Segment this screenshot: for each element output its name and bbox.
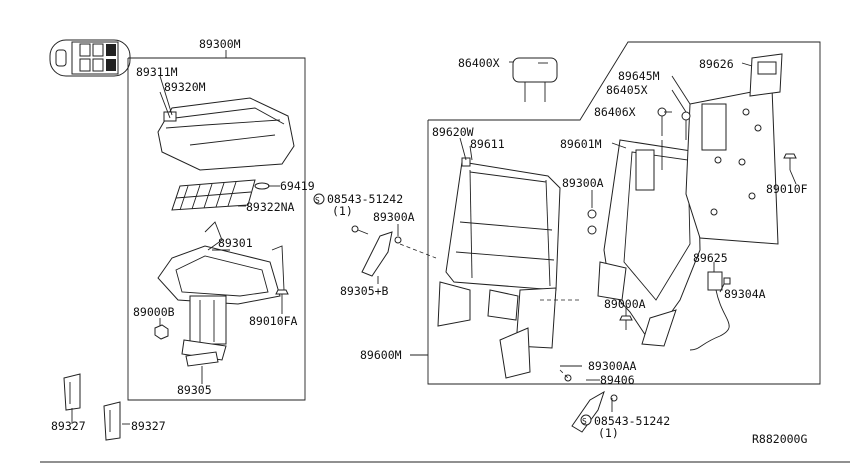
seat-cushion-frame: [157, 221, 285, 361]
stopper-pad: [185, 351, 219, 367]
seat-back-board: [685, 87, 779, 245]
label-89626: 89626: [699, 57, 734, 71]
label-89301: 89301: [218, 236, 253, 250]
label-08543-b-qty: (1): [598, 426, 619, 440]
label-86406x: 86406X: [594, 105, 636, 119]
seat-back-assembly-box: [427, 41, 821, 385]
seat-back-pad: [437, 157, 561, 379]
leader-lines-left: [71, 75, 283, 425]
s-symbol-a: [313, 193, 325, 205]
bracket-89305b: [351, 225, 437, 277]
hook-89327-b: [103, 401, 121, 441]
label-89625: 89625: [693, 251, 728, 265]
spring-mat: [171, 179, 270, 211]
label-89010f: 89010F: [766, 182, 808, 196]
bolt-89000b: [154, 324, 169, 340]
bolt-89010f: [783, 153, 797, 170]
label-08543-a-qty: (1): [332, 204, 353, 218]
seat-back-frame: [597, 139, 701, 347]
label-86405x: 86405X: [606, 83, 648, 97]
label-89000a: 89000A: [604, 297, 646, 311]
label-89304a: 89304A: [724, 287, 766, 301]
label-89600m: 89600M: [360, 348, 402, 362]
label-89300a-left: 89300A: [373, 210, 415, 224]
s-symbol-b-text: S: [582, 417, 587, 426]
hook-89327-a: [63, 373, 81, 411]
label-89010fa: 89010FA: [249, 314, 298, 328]
vehicle-locator-icon: [49, 39, 131, 77]
s-symbol-b: [580, 414, 592, 426]
bolt-89300a-right: [587, 209, 597, 235]
label-89300m: 89300M: [199, 37, 241, 51]
label-89311m: 89311M: [136, 65, 178, 79]
leader-lines-right: [410, 62, 797, 412]
label-69419: 69419: [280, 179, 315, 193]
seat-cushion-assembly-box: [127, 50, 306, 401]
bolt-86405x: [681, 111, 691, 140]
label-89611: 89611: [470, 137, 505, 151]
label-89305: 89305: [177, 383, 212, 397]
label-89320m: 89320M: [164, 80, 206, 94]
diagram-code: R882000G: [752, 432, 807, 446]
label-89601m: 89601M: [560, 137, 602, 151]
headrest-guide: [749, 53, 783, 97]
s-symbol-a-text: S: [315, 196, 320, 205]
label-89305b: 89305+B: [340, 284, 389, 298]
label-08543-a: 08543-51242: [327, 192, 403, 206]
label-89300aa: 89300AA: [588, 359, 637, 373]
label-89645m: 89645M: [618, 69, 660, 83]
label-89000b: 89000B: [133, 305, 175, 319]
label-86400x: 86400X: [458, 56, 500, 70]
bolt-89000a: [619, 315, 633, 330]
label-89620w: 89620W: [432, 125, 474, 139]
headrest: [509, 57, 558, 102]
seat-cushion-pad: [157, 97, 295, 171]
label-89406: 89406: [600, 373, 635, 387]
label-89322na: 89322NA: [246, 200, 295, 214]
seat-harness: [689, 271, 731, 351]
label-89327-a: 89327: [51, 419, 86, 433]
bolt-89010fa: [275, 289, 289, 306]
label-89327-b: 89327: [131, 419, 166, 433]
label-89300a-right: 89300A: [562, 176, 604, 190]
label-08543-b: 08543-51242: [594, 414, 670, 428]
